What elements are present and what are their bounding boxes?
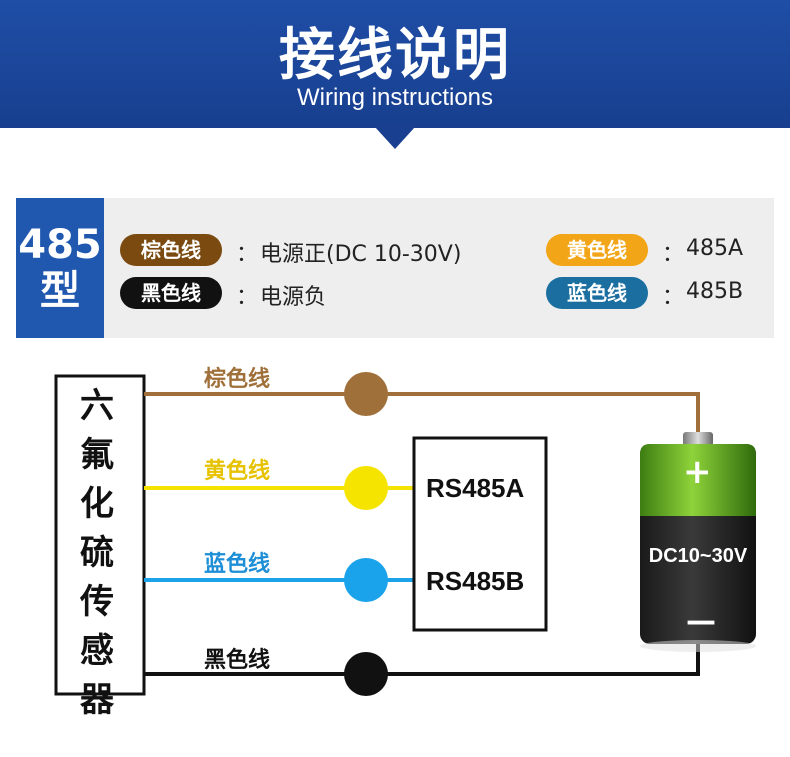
- type-suffix: 型: [40, 268, 80, 314]
- legend-blue-label: 蓝色线: [546, 277, 648, 309]
- brown-wire-label: 棕色线: [204, 367, 271, 392]
- sensor-box: [54, 374, 146, 696]
- sensor-char: 氟: [80, 435, 114, 475]
- battery-top-band: [640, 444, 756, 516]
- legend-brown-label: 棕色线: [120, 234, 222, 266]
- sensor-char: 感: [80, 631, 114, 671]
- battery-minus-icon: —: [686, 604, 716, 639]
- black-wire-node: [344, 652, 388, 696]
- legend-blue-colon: ：: [662, 285, 685, 310]
- legend-black-desc: 电源负: [260, 285, 327, 310]
- rs485b-label: RS485B: [426, 566, 525, 596]
- legend-brown-colon: ：: [236, 242, 259, 267]
- type-number: 485: [18, 222, 102, 268]
- legend-yellow-colon: ：: [662, 242, 685, 267]
- type-badge: 485 型: [16, 198, 104, 338]
- wire-legend-box: [16, 198, 774, 338]
- rs485a-label: RS485A: [426, 473, 525, 503]
- black-wire-label: 黑色线: [204, 648, 271, 673]
- sensor-label: 六 氟 化 硫 传 感 器: [58, 378, 136, 720]
- brown-wire-node: [344, 372, 388, 416]
- legend-brown-desc: 电源正(DC 10-30V): [260, 242, 462, 267]
- legend-black-colon: ：: [236, 285, 259, 310]
- yellow-wire-label: 黄色线: [204, 459, 271, 484]
- sensor-char: 硫: [80, 533, 114, 573]
- legend-blue-desc: 485B: [686, 279, 744, 304]
- battery-plus-icon: +: [683, 452, 712, 492]
- sensor-char: 传: [80, 582, 114, 622]
- legend-yellow-label: 黄色线: [546, 234, 648, 266]
- rs485-box: [412, 436, 548, 632]
- battery-terminal: [683, 432, 713, 446]
- header-notch: [375, 127, 415, 149]
- legend-black-label: 黑色线: [120, 277, 222, 309]
- sensor-char: 器: [80, 680, 114, 720]
- battery-voltage-label: DC10~30V: [648, 545, 748, 567]
- black-wire: [144, 644, 700, 676]
- page-title: 接线说明: [279, 23, 511, 88]
- sensor-char: 化: [80, 484, 114, 524]
- blue-wire-node: [344, 558, 388, 602]
- legend-yellow-desc: 485A: [686, 236, 744, 261]
- yellow-wire-node: [344, 466, 388, 510]
- brown-wire: [144, 392, 700, 434]
- blue-wire-label: 蓝色线: [204, 552, 271, 577]
- sensor-char: 六: [80, 386, 114, 426]
- page-subtitle: Wiring instructions: [296, 84, 494, 111]
- header-banner: 接线说明 Wiring instructions: [0, 0, 790, 128]
